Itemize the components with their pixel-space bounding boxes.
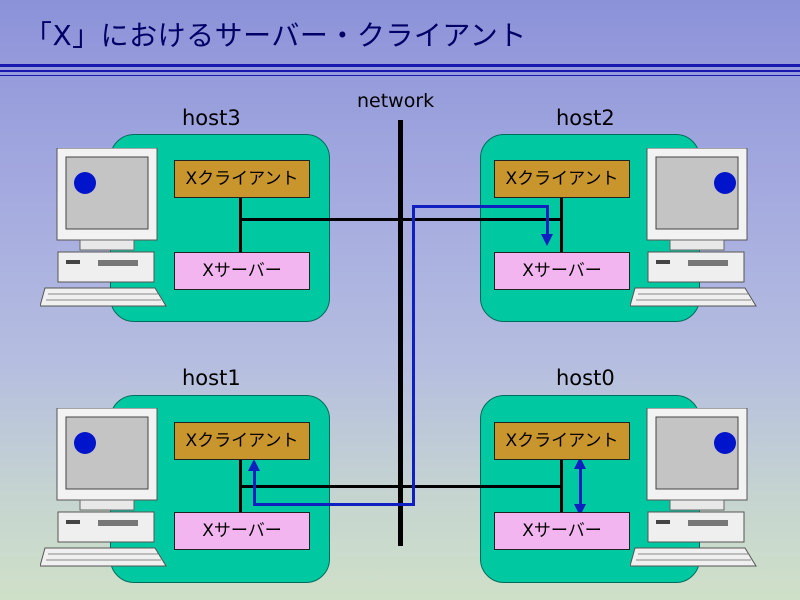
host3-link-horizontal: [239, 218, 401, 221]
connection-path-segment: [253, 503, 415, 506]
host2-link-vertical: [560, 196, 563, 254]
host2-client-box: Xクライアント: [494, 160, 630, 198]
local-connection-line: [579, 469, 582, 507]
title-rule: [0, 64, 800, 67]
network-backbone: [398, 120, 403, 546]
host1-server-box: Xサーバー: [174, 512, 310, 550]
connection-path-segment: [412, 205, 548, 208]
host3-link-vertical: [239, 196, 242, 254]
page-title: 「X」におけるサーバー・クライアント: [24, 19, 527, 52]
host0-server-box: Xサーバー: [494, 512, 630, 550]
arrow-up-icon: [248, 459, 260, 471]
computer-icon: [630, 148, 757, 307]
host3-label: host3: [182, 106, 241, 130]
arrow-down-icon: [541, 234, 553, 246]
host2-link-horizontal: [401, 218, 563, 221]
host0-link-horizontal: [401, 485, 563, 488]
host0-client-box: Xクライアント: [494, 422, 630, 460]
computer-icon: [40, 148, 167, 307]
host1-label: host1: [182, 366, 241, 390]
host2-server-box: Xサーバー: [494, 252, 630, 290]
computer-icon: [630, 408, 757, 567]
connection-path-segment: [412, 205, 415, 506]
connection-path-segment: [546, 205, 549, 235]
host2-label: host2: [556, 106, 615, 130]
computer-icon: [40, 408, 167, 567]
host3-client-box: Xクライアント: [174, 160, 310, 198]
title-rule: [0, 70, 800, 72]
host3-server-box: Xサーバー: [174, 252, 310, 290]
host1-client-box: Xクライアント: [174, 422, 310, 460]
network-label: network: [357, 90, 435, 112]
connection-path-segment: [253, 470, 256, 506]
host0-label: host0: [556, 366, 615, 390]
arrow-up-icon: [574, 457, 586, 469]
host1-link-horizontal: [239, 485, 401, 488]
title-rule: [0, 75, 800, 76]
